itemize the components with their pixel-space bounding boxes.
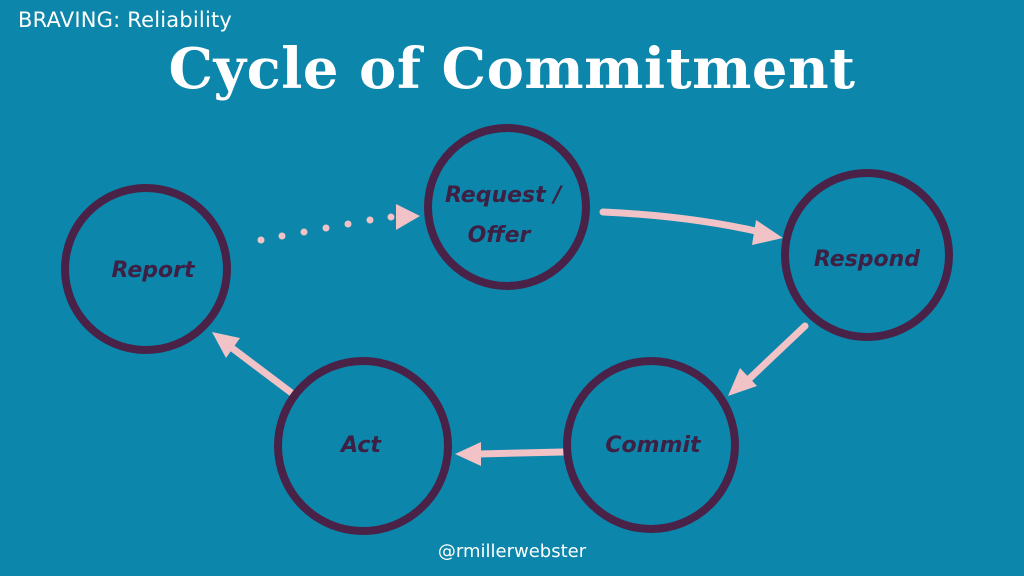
arrow-commit-to-act (474, 448, 567, 458)
node-act-circle (274, 357, 452, 535)
dot-7 (387, 213, 395, 221)
node-respond-circle (781, 169, 953, 341)
node-request-circle (424, 124, 590, 290)
arrowhead-request-to-respond (752, 220, 783, 245)
slide-kicker: BRAVING: Reliability (18, 8, 233, 32)
dot-3 (300, 228, 308, 236)
arrow-request-to-respond (599, 208, 764, 236)
node-act: Act (274, 357, 452, 535)
arrowhead-commit-to-act (455, 442, 481, 466)
node-request-label: Request / Offer (445, 183, 569, 248)
dot-4 (322, 224, 330, 232)
dot-2 (278, 232, 286, 240)
node-act-label: Act (339, 433, 382, 458)
node-respond: Respond (781, 169, 953, 341)
node-report-circle (61, 184, 231, 354)
arrowhead-act-to-report (212, 332, 240, 358)
node-commit-circle (563, 357, 739, 533)
slide-title: Cycle of Commitment (168, 36, 856, 102)
dot-1 (257, 236, 265, 244)
node-request: Request / Offer (424, 124, 590, 290)
node-commit: Commit (563, 357, 739, 533)
arrow-respond-to-commit (744, 322, 809, 384)
dot-6 (366, 216, 374, 224)
arrowhead-respond-to-commit (728, 368, 757, 396)
node-report-label: Report (112, 258, 196, 283)
node-commit-label: Commit (605, 433, 702, 458)
dotted-arrow-report-to-request (257, 213, 395, 244)
arrow-act-to-report (228, 344, 297, 398)
node-report: Report (61, 184, 231, 354)
slide-footer-handle: @rmillerwebster (437, 541, 587, 562)
node-respond-label: Respond (814, 247, 920, 272)
dot-5 (344, 220, 352, 228)
arrowhead-report-to-request (396, 204, 420, 230)
